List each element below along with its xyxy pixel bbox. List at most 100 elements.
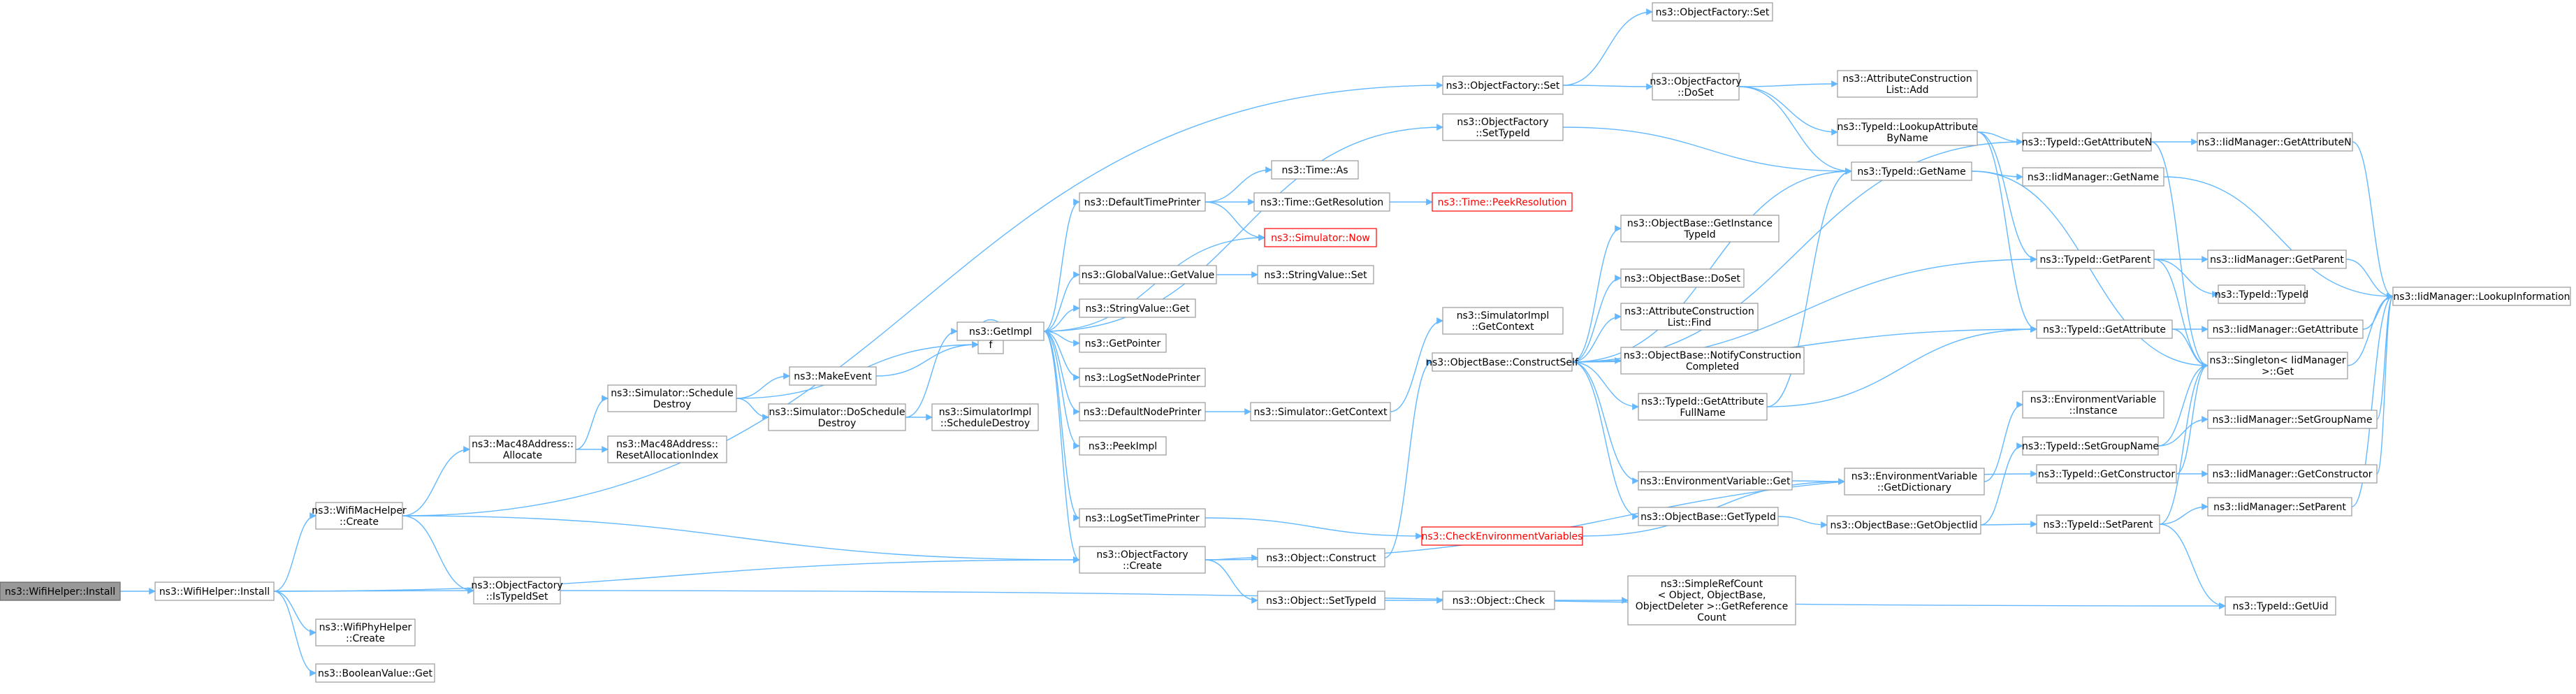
function-node-ns3-environmentvariable-get[interactable]: ns3::EnvironmentVariable::Get bbox=[1638, 471, 1793, 491]
function-node-ns3-simulatorimpl-getcontext[interactable]: ns3::SimulatorImpl::GetContext bbox=[1442, 307, 1564, 335]
node-label: ns3::ObjectBase::DoSet bbox=[1624, 273, 1740, 284]
call-edge bbox=[1043, 271, 1080, 332]
function-node-ns3-object-check[interactable]: ns3::Object::Check bbox=[1442, 591, 1555, 610]
function-node-ns3-typeid-getconstructor[interactable]: ns3::TypeId::GetConstructor bbox=[2036, 464, 2177, 484]
function-node-ns3-object-settypeid[interactable]: ns3::Object::SetTypeId bbox=[1257, 591, 1385, 610]
node-label: ns3::IidManager::GetAttribute bbox=[2213, 324, 2359, 335]
node-label: ns3::Simulator::Schedule bbox=[611, 388, 734, 399]
function-node-ns3-time-as[interactable]: ns3::Time::As bbox=[1271, 160, 1359, 180]
function-node-ns3-objectfactory-istypeidset[interactable]: ns3::ObjectFactory::IsTypeIdSet bbox=[471, 577, 563, 605]
node-box bbox=[2022, 436, 2159, 456]
node-box bbox=[1442, 113, 1564, 141]
node-box bbox=[1257, 591, 1385, 610]
function-node-ns3-typeid-getuid[interactable]: ns3::TypeId::GetUid bbox=[2225, 596, 2336, 616]
function-node-ns3-getpointer[interactable]: ns3::GetPointer bbox=[1079, 333, 1167, 353]
call-edge bbox=[1738, 86, 1838, 136]
function-node-ns3-logsetnodeprinter[interactable]: ns3::LogSetNodePrinter bbox=[1079, 368, 1206, 387]
function-node-ns3-objectfactory-create[interactable]: ns3::ObjectFactory::Create bbox=[1079, 546, 1206, 574]
function-node-ns3-typeid-setgroupname[interactable]: ns3::TypeId::SetGroupName bbox=[2022, 436, 2159, 456]
node-label: ByName bbox=[1886, 133, 1928, 144]
function-node-ns3-objectfactory-doset[interactable]: ns3::ObjectFactory::DoSet bbox=[1650, 73, 1742, 101]
function-node-ns3-objectfactory-set[interactable]: ns3::ObjectFactory::Set bbox=[1442, 75, 1564, 95]
function-node-ns3-objectbase-doset[interactable]: ns3::ObjectBase::DoSet bbox=[1620, 268, 1745, 288]
function-node-ns3-singleton-iidmanager-get[interactable]: ns3::Singleton< IidManager>::Get bbox=[2207, 352, 2348, 379]
node-box bbox=[1652, 2, 1773, 22]
function-node-ns3-objectbase-getobjectiid[interactable]: ns3::ObjectBase::GetObjectIid bbox=[1826, 515, 1981, 535]
function-node-ns3-iidmanager-lookupinformation[interactable]: ns3::IidManager::LookupInformation bbox=[2392, 287, 2571, 306]
node-label: List::Find bbox=[1668, 317, 1712, 328]
function-node-ns3-logsettimeprinter[interactable]: ns3::LogSetTimePrinter bbox=[1079, 508, 1206, 528]
function-node-ns3-stringvalue-set[interactable]: ns3::StringValue::Set bbox=[1257, 265, 1374, 284]
function-node-ns3-typeid-getparent[interactable]: ns3::TypeId::GetParent bbox=[2036, 250, 2155, 269]
function-node-ns3-getimpl[interactable]: ns3::GetImpl bbox=[956, 321, 1045, 341]
function-node-ns3-iidmanager-getname[interactable]: ns3::IidManager::GetName bbox=[2022, 167, 2164, 187]
function-node-ns3-objectbase-constructself[interactable]: ns3::ObjectBase::ConstructSelf bbox=[1426, 352, 1579, 372]
function-node-ns3-typeid-setparent[interactable]: ns3::TypeId::SetParent bbox=[2036, 514, 2160, 534]
function-node-ns3-wifihelper-install[interactable]: ns3::WifiHelper::Install bbox=[154, 581, 275, 601]
node-box bbox=[789, 366, 877, 386]
function-node-ns3-defaultnodeprinter[interactable]: ns3::DefaultNodePrinter bbox=[1079, 402, 1206, 421]
function-node-ns3-object-construct[interactable]: ns3::Object::Construct bbox=[1257, 548, 1385, 568]
function-node-ns3-typeid-typeid[interactable]: ns3::TypeId::TypeId bbox=[2215, 284, 2308, 304]
call-edge bbox=[1562, 126, 1852, 175]
function-node-ns3-wifiphyhelper-create[interactable]: ns3::WifiPhyHelper::Create bbox=[315, 619, 416, 646]
function-node-ns3-simulator-schedule-destroy[interactable]: ns3::Simulator::ScheduleDestroy bbox=[607, 384, 737, 412]
function-node-ns3-checkenvironmentvariables[interactable]: ns3::CheckEnvironmentVariables bbox=[1421, 526, 1583, 546]
node-box bbox=[1079, 508, 1206, 528]
node-label: ns3::TypeId::GetConstructor bbox=[2038, 469, 2175, 480]
function-node-ns3-simulatorimpl-scheduledestroy[interactable]: ns3::SimulatorImpl::ScheduleDestroy bbox=[931, 403, 1039, 431]
function-node-ns3-iidmanager-setparent[interactable]: ns3::IidManager::SetParent bbox=[2207, 497, 2352, 516]
function-node-ns3-peekimpl[interactable]: ns3::PeekImpl bbox=[1079, 436, 1167, 456]
function-node-ns3-wifimachelper-create[interactable]: ns3::WifiMacHelper::Create bbox=[312, 502, 407, 530]
function-node-ns3-mac48address-allocate[interactable]: ns3::Mac48Address::Allocate bbox=[469, 435, 576, 463]
function-node-ns3-environmentvariable-instance[interactable]: ns3::EnvironmentVariable::Instance bbox=[2022, 391, 2164, 419]
call-edge bbox=[1980, 442, 2023, 526]
node-box bbox=[1638, 471, 1793, 491]
function-node-ns3-stringvalue-get[interactable]: ns3::StringValue::Get bbox=[1079, 298, 1196, 318]
function-node-ns3-typeid-getattributen[interactable]: ns3::TypeId::GetAttributeN bbox=[2022, 132, 2152, 152]
function-node-ns3-iidmanager-getconstructor[interactable]: ns3::IidManager::GetConstructor bbox=[2207, 464, 2378, 484]
node-label: ::Create bbox=[340, 516, 379, 528]
function-node-ns3-simulator-getcontext[interactable]: ns3::Simulator::GetContext bbox=[1250, 402, 1391, 421]
function-node-ns3-typeid-getattribute[interactable]: ns3::TypeId::GetAttribute bbox=[2036, 319, 2173, 339]
node-box bbox=[1432, 192, 1573, 212]
function-node-ns3-time-peekresolution[interactable]: ns3::Time::PeekResolution bbox=[1432, 192, 1573, 212]
function-node-ns3-defaulttimeprinter[interactable]: ns3::DefaultTimePrinter bbox=[1079, 192, 1206, 212]
function-node-ns3-objectfactory-set[interactable]: ns3::ObjectFactory::Set bbox=[1652, 2, 1773, 22]
node-label: ObjectDeleter >::GetReference bbox=[1636, 601, 1788, 612]
node-label: ResetAllocationIndex bbox=[616, 450, 719, 461]
function-node-ns3-makeevent[interactable]: ns3::MakeEvent bbox=[789, 366, 877, 386]
function-node-ns3-objectbase-gettypeid[interactable]: ns3::ObjectBase::GetTypeId bbox=[1638, 507, 1779, 526]
node-box bbox=[1264, 228, 1377, 247]
call-edge bbox=[273, 512, 316, 592]
call-edge bbox=[1043, 198, 1080, 332]
function-node-ns3-simulator-now[interactable]: ns3::Simulator::Now bbox=[1264, 228, 1377, 247]
function-node-ns3-iidmanager-setgroupname[interactable]: ns3::IidManager::SetGroupName bbox=[2207, 410, 2378, 429]
node-label: ::ScheduleDestroy bbox=[940, 418, 1030, 429]
node-label: ::GetDictionary bbox=[1877, 482, 1951, 493]
function-node-ns3-simplerefcount-object-objectbase-objectdeleter-getreference-count[interactable]: ns3::SimpleRefCount< Object, ObjectBase,… bbox=[1627, 575, 1796, 626]
function-node-ns3-time-getresolution[interactable]: ns3::Time::GetResolution bbox=[1253, 192, 1390, 212]
node-label: ns3::Object::Check bbox=[1453, 595, 1545, 607]
node-label: ::Instance bbox=[2069, 405, 2118, 417]
function-node-ns3-iidmanager-getparent[interactable]: ns3::IidManager::GetParent bbox=[2207, 250, 2347, 269]
node-box bbox=[1257, 265, 1374, 284]
function-node-ns3-booleanvalue-get[interactable]: ns3::BooleanValue::Get bbox=[315, 663, 435, 683]
function-node-ns3-iidmanager-getattributen[interactable]: ns3::IidManager::GetAttributeN bbox=[2197, 132, 2353, 152]
function-node-ns3-objectbase-notifyconstruction-completed[interactable]: ns3::ObjectBase::NotifyConstructionCompl… bbox=[1620, 347, 1805, 375]
function-node-ns3-environmentvariable-getdictionary[interactable]: ns3::EnvironmentVariable::GetDictionary bbox=[1844, 468, 1985, 496]
function-node-ns3-mac48address-resetallocationindex[interactable]: ns3::Mac48Address::ResetAllocationIndex bbox=[607, 435, 727, 463]
root-node-ns3-wifihelper-install[interactable]: ns3::WifiHelper::Install bbox=[0, 581, 121, 601]
node-label: Count bbox=[1697, 612, 1726, 623]
function-node-ns3-objectfactory-settypeid[interactable]: ns3::ObjectFactory::SetTypeId bbox=[1442, 113, 1564, 141]
function-node-ns3-iidmanager-getattribute[interactable]: ns3::IidManager::GetAttribute bbox=[2207, 319, 2364, 339]
node-label: ns3::TypeId::GetAttribute bbox=[1641, 396, 1764, 407]
function-node-ns3-typeid-getname[interactable]: ns3::TypeId::GetName bbox=[1851, 161, 1972, 181]
function-node-ns3-globalvalue-getvalue[interactable]: ns3::GlobalValue::GetValue bbox=[1079, 265, 1217, 284]
